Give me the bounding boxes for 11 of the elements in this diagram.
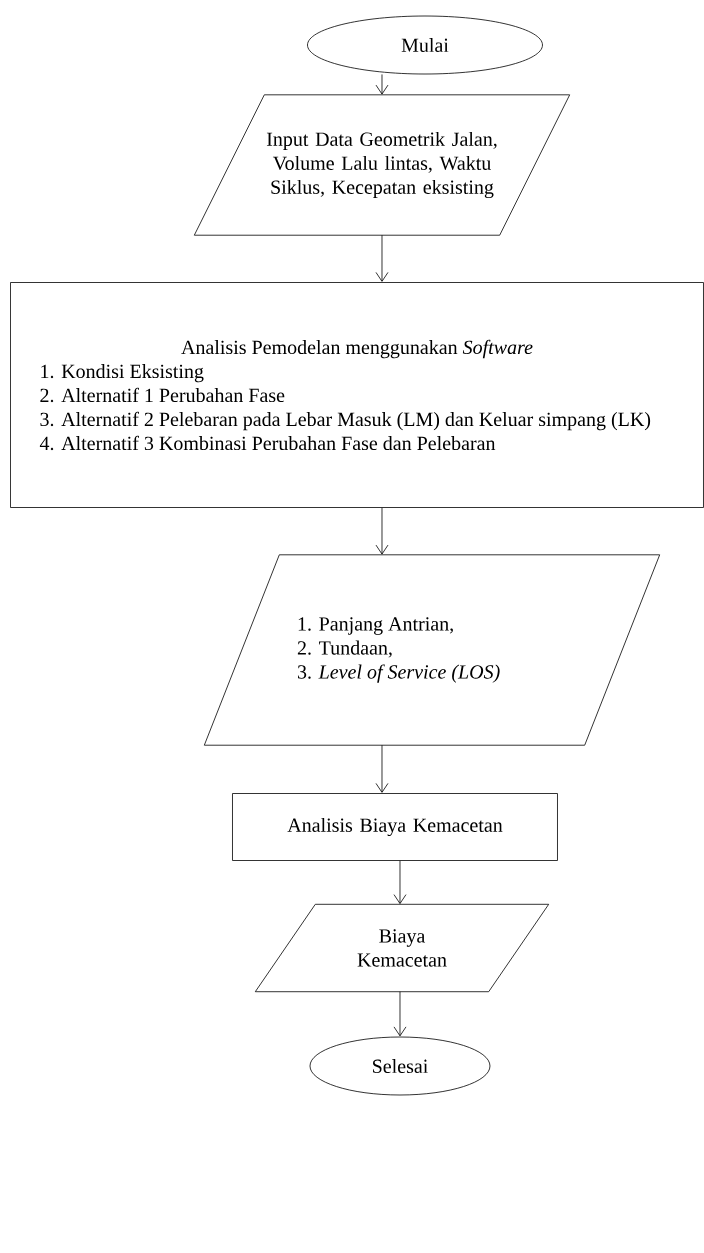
arrow — [375, 507, 389, 555]
input-output-parallelogram: Input Data Geometrik Jalan, Volume Lalu lintas, Waktu Siklus, Kecepatan eksisting — [193, 94, 571, 236]
input-output-parallelogram: 1. Panjang Antrian, 2. Tundaan, 3. Level of Service (LOS) — [203, 554, 661, 746]
arrow — [393, 860, 407, 904]
arrow — [393, 991, 407, 1037]
arrow — [375, 234, 389, 282]
input-output-parallelogram: Biaya Kemacetan — [254, 903, 550, 993]
arrow — [375, 74, 389, 95]
process-box: Analisis Biaya Kemacetan — [232, 793, 558, 861]
process-box: Analisis Pemodelan menggunakan Software 1. Kondisi Eksisting 2. Alternatif 1 Perubahan Fase 3. Alternatif 2 Pelebaran pada Lebar Masuk (LM) dan Keluar simpang (LK) 4. Alternatif 3 Kombinasi Perubahan Fase dan Pelebaran — [10, 282, 704, 508]
arrow — [375, 744, 389, 793]
